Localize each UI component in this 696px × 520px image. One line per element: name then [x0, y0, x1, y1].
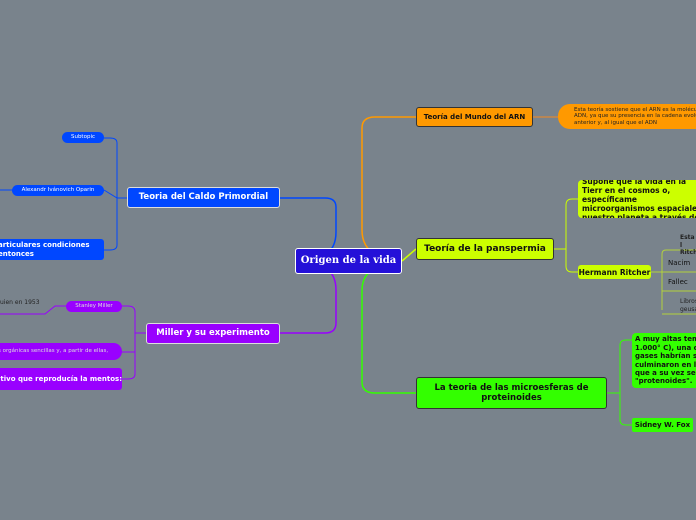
detail-fallec[interactable]: Fallec — [668, 278, 688, 286]
detail-nacim[interactable]: Nacim — [668, 259, 691, 267]
note-arn[interactable]: Esta teoría sostiene que el ARN es la mo… — [558, 104, 696, 129]
detail-esta[interactable]: Esta l Ritche — [680, 234, 696, 256]
node-microesferas[interactable]: La teoria de las microesferas de protein… — [416, 377, 607, 409]
node-oparin[interactable]: Alexandr Ivánovich Oparin — [12, 185, 104, 196]
node-ritcher[interactable]: Hermann Ritcher — [578, 265, 651, 279]
detail-libros[interactable]: Libros geusam — [680, 298, 696, 313]
node-miller[interactable]: Miller y su experimento — [146, 323, 280, 344]
node-altas[interactable]: A muy altas tem 1.000° C), una c gases h… — [632, 333, 696, 388]
node-arn[interactable]: Teoría del Mundo del ARN — [416, 107, 533, 127]
node-stanley[interactable]: Stanley Miller — [66, 301, 122, 312]
center-node[interactable]: Origen de la vida — [295, 248, 402, 274]
node-subtopic[interactable]: Subtopic — [62, 132, 104, 143]
node-particulares[interactable]: articulares condiciones entonces — [0, 239, 104, 260]
node-panspermia[interactable]: Teoría de la panspermia — [416, 238, 554, 260]
node-organicas[interactable]: s orgánicas sencillas y, a partir de ell… — [0, 343, 122, 360]
node-caldo[interactable]: Teoria del Caldo Primordial — [127, 187, 280, 208]
node-fox[interactable]: Sidney W. Fox — [632, 418, 693, 432]
node-supone[interactable]: Supone que la vida en la Tierr en el cos… — [578, 180, 696, 218]
node-ditivo[interactable]: itivo que reproducía la mentos: — [0, 368, 122, 390]
text-quien[interactable]: uien en 1953 — [0, 299, 40, 306]
